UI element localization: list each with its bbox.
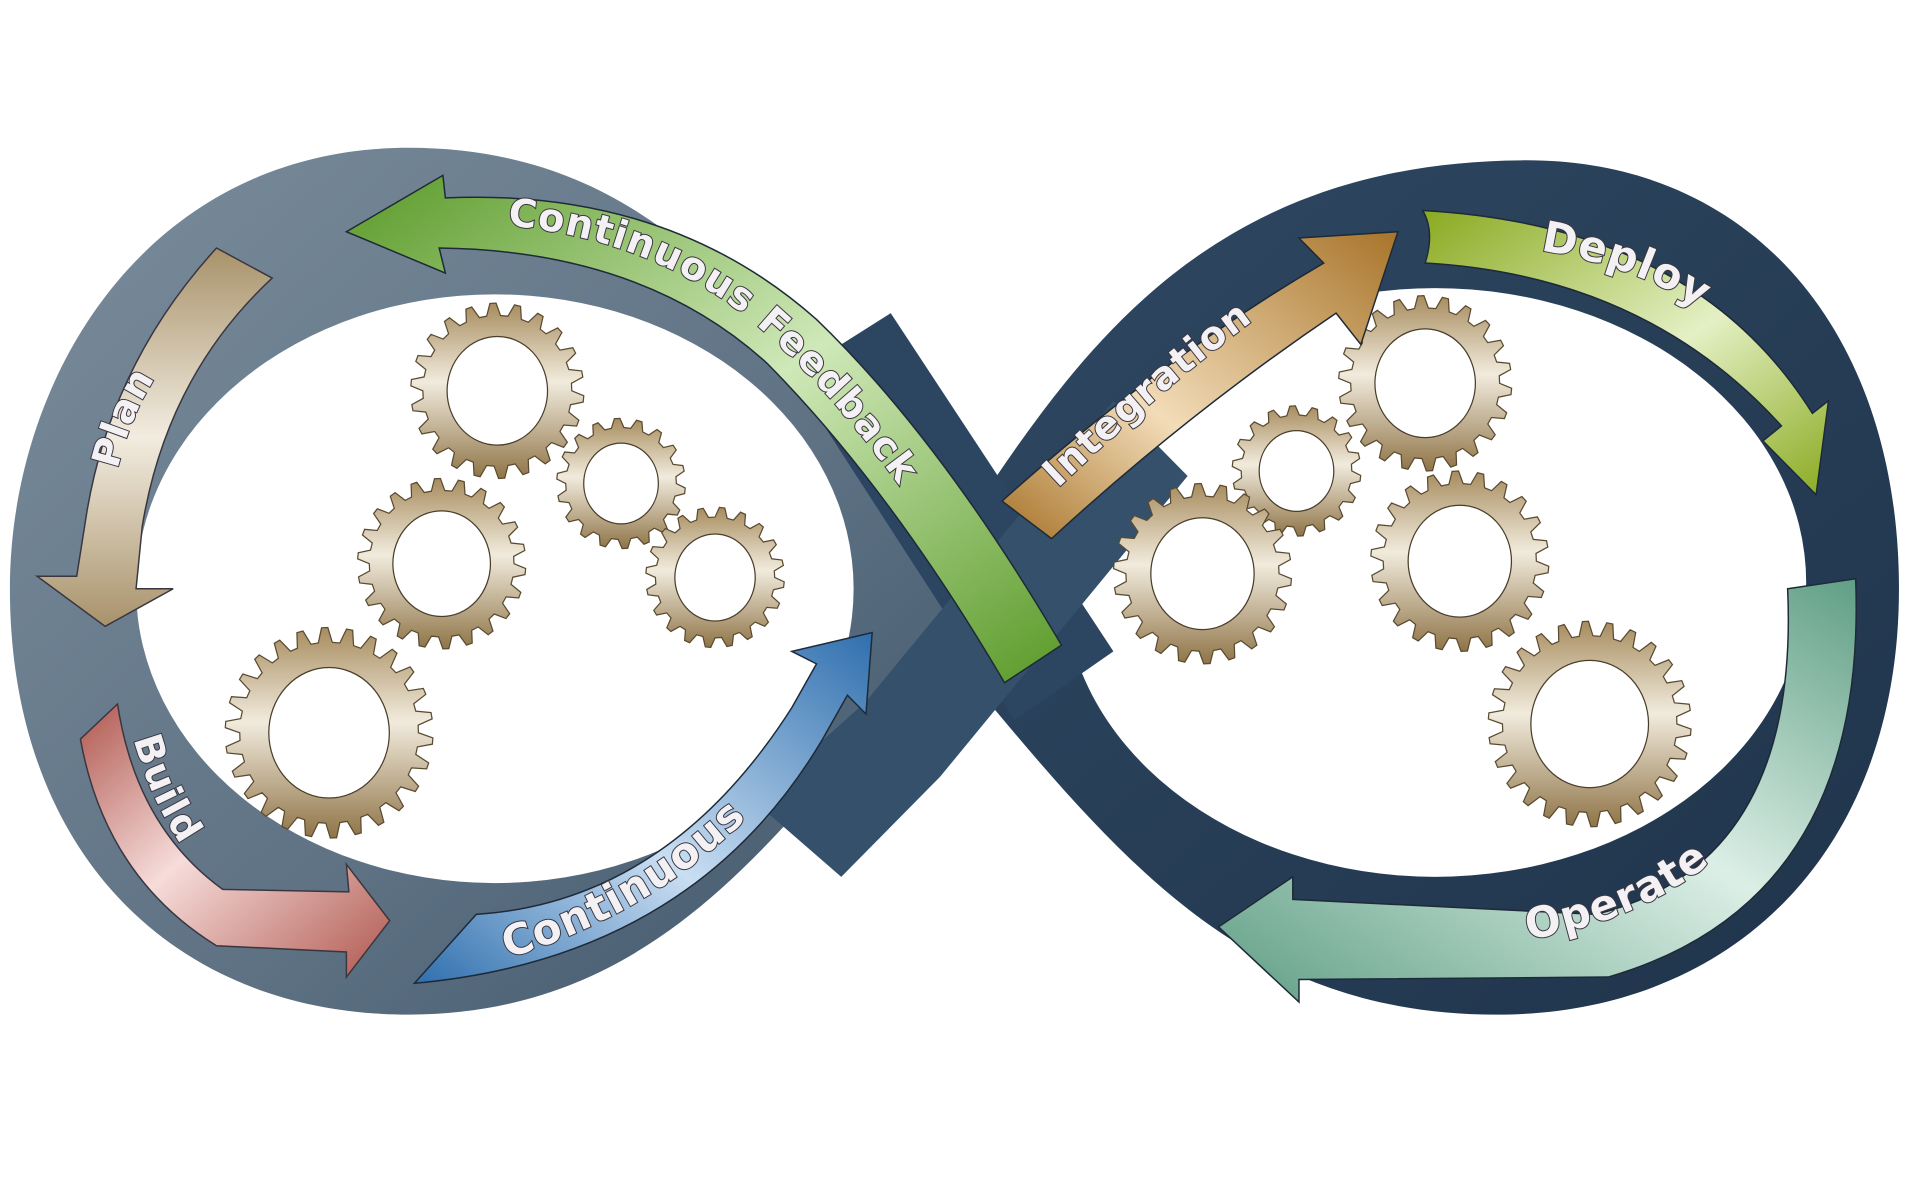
gear-hole <box>446 335 549 446</box>
gear-hole <box>268 666 390 799</box>
gear-hole <box>1407 504 1513 618</box>
crossing-strip-2 <box>754 400 1188 877</box>
stage-arrow-plan: Plan <box>34 247 274 628</box>
gear-icon <box>224 626 434 839</box>
gear-icon <box>556 417 686 550</box>
gear-hole <box>583 442 659 525</box>
gear-icon <box>645 506 785 649</box>
gear-icon <box>1487 620 1692 828</box>
gear-icon <box>1112 482 1293 665</box>
gear-icon <box>1338 294 1513 472</box>
gear-hole <box>392 510 492 618</box>
gear-hole <box>674 533 756 622</box>
gears-group <box>224 294 1692 839</box>
gear-hole <box>1150 517 1255 631</box>
gear-icon <box>410 302 585 480</box>
gear-icon <box>1370 470 1550 653</box>
gear-icon <box>1231 405 1362 537</box>
gear-hole <box>1258 429 1335 512</box>
gear-icon <box>356 477 527 650</box>
gear-hole <box>1530 659 1650 789</box>
gear-hole <box>1374 328 1477 439</box>
